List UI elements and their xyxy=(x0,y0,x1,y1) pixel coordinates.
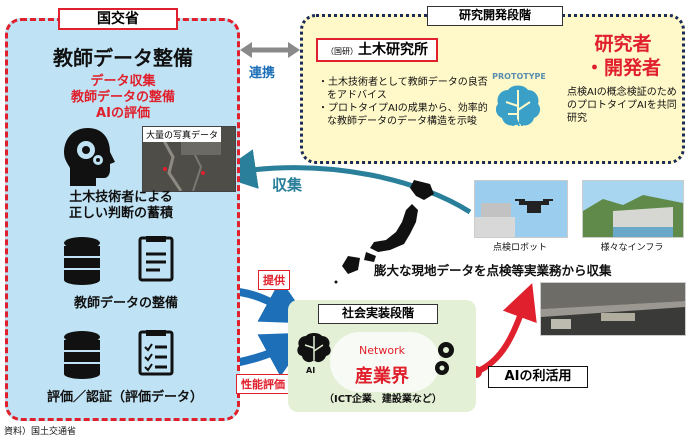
ai-brain-icon xyxy=(297,333,331,363)
cloud-shape xyxy=(330,332,440,392)
photo-caption: 大量の写真データ xyxy=(143,127,222,142)
document-icon xyxy=(138,236,174,282)
database-icon xyxy=(64,331,100,379)
pwri-label: （国研）土木研究所 xyxy=(316,38,438,62)
infrastructure-image xyxy=(582,180,684,238)
expert-label-1: 土木技術者による xyxy=(69,190,173,205)
pwri-name: 土木研究所 xyxy=(358,42,428,58)
bulk-collect-label: 膨大な現地データを点検等実業務から収集 xyxy=(374,263,612,278)
ai-use-arrow xyxy=(474,283,537,375)
database-doc-icons xyxy=(64,236,174,285)
research-title: 研究開発段階 xyxy=(427,6,563,26)
research-bullet: ・プロトタイプAIの成果から、効率的な教師データのデータ構造を示唆 xyxy=(318,103,488,127)
item-data-collection: データ収集 xyxy=(90,74,156,89)
researcher-desc: 点検AIの概念検証のためのプロトタイプAIを共同研究 xyxy=(567,87,677,124)
robot-label: 点検ロボット xyxy=(492,243,547,253)
perf-label: 性能評価 xyxy=(236,374,290,394)
social-ai-label: AI xyxy=(306,366,316,375)
item-teacher-data: 教師データの整備 xyxy=(70,90,175,105)
infra-label: 様々なインフラ xyxy=(600,243,664,253)
head-gears-icon xyxy=(64,128,115,186)
provide-label: 提供 xyxy=(258,270,290,290)
research-bullet: ・土木技術者として教師データの良否をアドバイス xyxy=(318,77,488,101)
database-icon xyxy=(64,237,100,285)
researcher-line-1: 研究者 xyxy=(594,33,652,55)
teacher-data-title: 教師データ整備 xyxy=(53,46,193,70)
researcher-line-2: ・開発者 xyxy=(584,57,661,79)
ai-use-label: AIの利活用 xyxy=(488,366,588,388)
collect-arrow xyxy=(216,149,472,215)
gears-icon xyxy=(435,342,454,375)
japan-map-icon xyxy=(334,180,434,284)
researcher-title: 研究者 ・開発者 xyxy=(567,32,679,80)
database-checklist-icons xyxy=(64,330,174,379)
source-note: 資料）国土交通省 xyxy=(4,427,77,437)
industry-label: 産業界 xyxy=(355,366,409,387)
prep-label: 教師データの整備 xyxy=(73,296,178,311)
brain-circuit-icon xyxy=(495,85,541,126)
eval-label: 評価／認証（評価データ） xyxy=(46,390,203,405)
link-label: 連携 xyxy=(249,66,276,81)
expert-label-2: 正しい判断の蓄積 xyxy=(68,206,173,221)
prototype-ai-label: AI xyxy=(512,118,524,129)
link-arrow xyxy=(240,42,300,58)
field-data-image xyxy=(540,282,686,336)
item-ai-eval: AIの評価 xyxy=(96,106,150,121)
checklist-icon xyxy=(138,330,174,376)
social-title: 社会実装段階 xyxy=(318,304,438,324)
collect-label: 収集 xyxy=(272,176,303,194)
pwri-prefix: （国研） xyxy=(326,47,358,56)
prototype-label: PROTOTYPE xyxy=(492,72,546,81)
ministry-panel xyxy=(5,18,240,421)
inspection-robot-image xyxy=(474,180,568,238)
research-bullets: ・土木技術者として教師データの良否をアドバイス ・プロトタイプAIの成果から、効… xyxy=(318,76,488,128)
ministry-title: 国交省 xyxy=(58,8,178,30)
network-label: Network xyxy=(359,344,405,357)
photo-data-image: 大量の写真データ xyxy=(142,126,236,192)
industry-sub-label: （ICT企業、建設業など） xyxy=(324,394,442,405)
